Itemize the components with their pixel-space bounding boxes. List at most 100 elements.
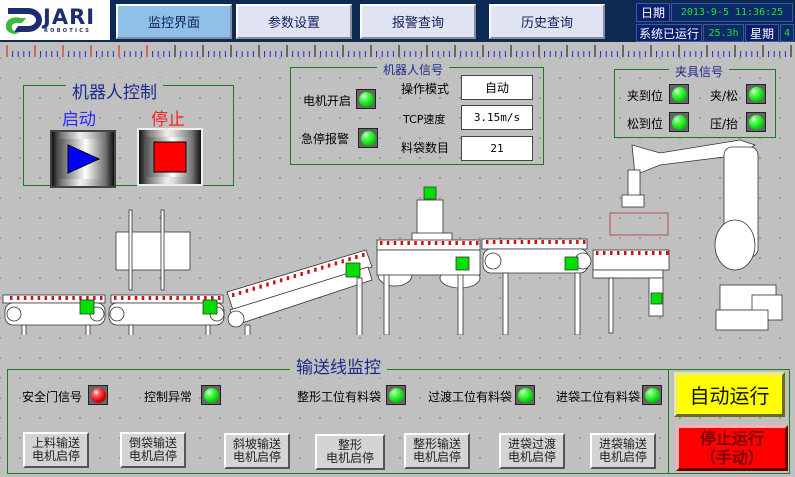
tab-label: 监控界面 xyxy=(147,16,200,31)
conveyor-mark xyxy=(362,253,365,257)
green-lamp-icon xyxy=(671,114,687,130)
tab-alarms[interactable]: 报警查询 xyxy=(360,4,476,39)
palletizing-robot xyxy=(621,139,783,331)
conveyor-mark xyxy=(624,251,627,255)
conveyor-mark xyxy=(476,241,479,245)
robot-start-button[interactable] xyxy=(50,130,116,188)
tcp-speed-label: TCP速度 xyxy=(403,113,446,126)
robot-signal-title: 机器人信号 xyxy=(377,61,450,78)
shaping-bag-lamp xyxy=(386,385,406,405)
conveyor-mark xyxy=(486,240,489,244)
conveyor-marks xyxy=(10,240,669,300)
button-line2: 电机启停 xyxy=(412,450,461,464)
button-line1: 斜坡输送 xyxy=(232,437,281,451)
gripper-clamped-lamp xyxy=(669,84,689,104)
estop-lamp xyxy=(358,128,378,148)
slope-motor-button[interactable]: 斜坡输送电机启停 xyxy=(224,433,290,469)
green-lamp-icon xyxy=(358,91,374,107)
shaping-conveyor-motor-button[interactable]: 整形输送电机启停 xyxy=(404,433,470,469)
safety-door-lamp xyxy=(88,385,108,405)
conveyor-mark xyxy=(534,240,537,244)
bag-count-label: 料袋数目 xyxy=(401,141,450,155)
logo-sub: ROBOTICS xyxy=(44,28,92,34)
tab-history[interactable]: 历史查询 xyxy=(489,4,605,39)
conveyor-mark xyxy=(659,251,662,255)
conveyor-mark xyxy=(527,240,531,244)
conveyor-mark xyxy=(218,296,221,300)
control-fault-label: 控制异常 xyxy=(144,390,193,404)
transition-motor-button[interactable]: 进袋过渡电机启停 xyxy=(499,433,565,469)
mode-value: 自动 xyxy=(461,75,533,100)
conveyor-mark xyxy=(499,240,503,244)
robot-control-title: 机器人控制 xyxy=(66,78,163,103)
green-lamp-icon xyxy=(748,86,764,102)
conveyor-mark xyxy=(190,296,193,300)
conveyor-mark xyxy=(506,240,510,244)
conveyor-mark xyxy=(148,296,152,300)
conveyor-mark xyxy=(86,296,89,300)
conveyor-mark xyxy=(652,251,655,255)
motor-indicator-turning xyxy=(202,299,218,315)
conveyor-mark xyxy=(562,240,565,244)
bag-turning-conveyor xyxy=(108,209,225,335)
motor-indicator-shaping xyxy=(423,186,437,200)
conveyor-mark xyxy=(273,280,276,285)
button-line1: 倒袋输送 xyxy=(128,436,177,450)
feed-motor-button[interactable]: 上料输送电机启停 xyxy=(23,432,89,468)
green-lamp-icon xyxy=(203,387,219,403)
control-fault-lamp xyxy=(201,385,221,405)
runtime-label-cell: 系统已运行 xyxy=(636,24,702,42)
tab-label: 参数设置 xyxy=(267,16,320,31)
gripper-clamp-release-label: 夹/松 xyxy=(710,89,739,103)
start-label: 启动 xyxy=(62,110,96,130)
ruler-strip xyxy=(6,45,792,57)
auto-run-button[interactable]: 自动运行 xyxy=(674,372,785,417)
conveyor-mark xyxy=(666,251,669,255)
conveyor-mark xyxy=(114,296,117,300)
tab-monitor[interactable]: 监控界面 xyxy=(116,4,232,39)
motor-indicator-infeed xyxy=(79,299,95,315)
shaping-motor-button[interactable]: 整形电机启停 xyxy=(315,434,385,470)
green-lamp-icon xyxy=(644,387,660,403)
date-value: 2013-9-5 11:36:25 xyxy=(671,3,793,22)
conveyor-mark xyxy=(79,296,82,300)
stop-run-button[interactable]: 停止运行 （手动） xyxy=(676,425,788,471)
button-line2: 电机启停 xyxy=(128,449,177,463)
tab-params[interactable]: 参数设置 xyxy=(236,4,352,39)
conveyor-mark xyxy=(266,282,269,287)
conveyor-mark xyxy=(393,241,397,245)
gripper-signal-title: 夹具信号 xyxy=(669,63,730,80)
runtime-value: 25.3h xyxy=(703,24,744,42)
conveyor-mark xyxy=(596,251,599,255)
tcp-speed-value: 3.15m/s xyxy=(461,105,533,130)
conveyor-mark xyxy=(10,296,13,300)
turning-motor-button[interactable]: 倒袋输送电机启停 xyxy=(120,432,186,468)
date-label-cell: 日期 xyxy=(636,3,670,22)
button-line1: 进袋输送 xyxy=(598,437,647,451)
conveyor-mark xyxy=(279,278,283,283)
conveyor-mark xyxy=(555,240,558,244)
green-lamp-icon xyxy=(748,114,764,130)
play-icon xyxy=(67,144,101,174)
transition-bag-lamp xyxy=(515,385,535,405)
conveyor-mark xyxy=(232,293,235,297)
runtime-label: 系统已运行 xyxy=(638,26,699,41)
stop-square-icon xyxy=(153,141,187,173)
conveyor-mark xyxy=(386,241,390,245)
weekday-label: 星期 xyxy=(749,26,774,41)
button-line2: 电机启停 xyxy=(325,451,374,465)
conveyor-mark xyxy=(380,241,383,245)
conveyor-mark xyxy=(300,271,303,276)
robot-stop-button[interactable] xyxy=(137,128,203,186)
conveyor-mark xyxy=(448,241,452,245)
gripper-clamp-release-lamp xyxy=(746,84,766,104)
infeed-motor-button[interactable]: 进袋输送电机启停 xyxy=(590,433,656,469)
red-lamp-icon xyxy=(90,387,106,403)
conveyor-mark xyxy=(44,296,48,300)
estop-label: 急停报警 xyxy=(301,132,350,146)
conveyor-mark xyxy=(293,274,297,279)
button-line1: 整形输送 xyxy=(412,437,461,451)
conveyor-mark xyxy=(155,296,159,300)
motor-on-label: 电机开启 xyxy=(303,94,352,108)
conveyor-mark xyxy=(16,296,20,300)
